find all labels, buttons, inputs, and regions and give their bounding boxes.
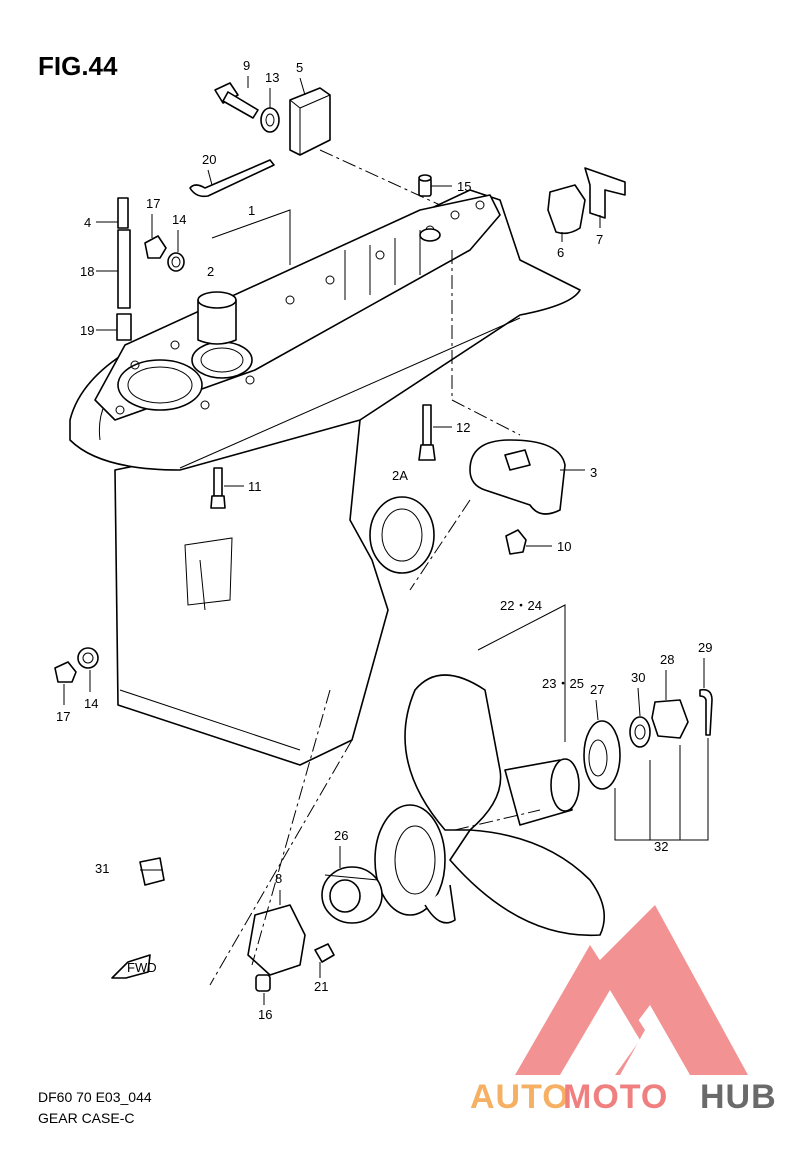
callout-18: 18 xyxy=(80,264,94,279)
callout-leaders xyxy=(63,76,705,1005)
figure-name: GEAR CASE-C xyxy=(38,1110,134,1126)
bushing-26 xyxy=(321,866,383,924)
nut-28 xyxy=(651,699,689,739)
washer-14-upper xyxy=(167,252,185,272)
washer-13 xyxy=(260,107,280,133)
callout-3: 3 xyxy=(590,465,597,480)
washer-30 xyxy=(629,716,651,748)
callout-21: 21 xyxy=(314,979,328,994)
watermark-logo: AUTO MOTO HUB xyxy=(470,905,777,1116)
bushing-16 xyxy=(255,974,271,992)
seal-2a xyxy=(369,496,435,574)
bolt-21 xyxy=(314,943,335,963)
callout-labels: 9 13 5 20 15 1 17 14 4 2 18 19 7 6 12 3 … xyxy=(56,58,712,1022)
callout-22-24: 22・24 xyxy=(500,598,542,613)
bolt-10 xyxy=(505,529,527,555)
fwd-arrow-icon: FWD xyxy=(111,954,157,979)
callout-19: 19 xyxy=(80,323,94,338)
plug-31 xyxy=(139,857,165,886)
plug-17-upper xyxy=(144,235,167,259)
figure-code: DF60 70 E03_044 xyxy=(38,1089,152,1105)
spacer-27 xyxy=(583,720,621,790)
bracket-7 xyxy=(584,167,626,219)
callout-2: 2 xyxy=(207,264,214,279)
washer-14-lower xyxy=(77,647,99,669)
callout-14-lower: 14 xyxy=(84,696,98,711)
bolt-9 xyxy=(214,82,259,119)
callout-9: 9 xyxy=(243,58,250,73)
bolt-12 xyxy=(418,404,436,461)
callout-32: 32 xyxy=(654,839,668,854)
callout-27: 27 xyxy=(590,682,604,697)
callout-26: 26 xyxy=(334,828,348,843)
fitting-8 xyxy=(247,904,306,976)
callout-20: 20 xyxy=(202,152,216,167)
callout-4: 4 xyxy=(84,215,91,230)
callout-31: 31 xyxy=(95,861,109,876)
watermark-moto: MOTO xyxy=(563,1078,668,1116)
callout-17-upper: 17 xyxy=(146,196,160,211)
callout-13: 13 xyxy=(265,70,279,85)
water-tube-assembly xyxy=(116,197,132,341)
callout-2a: 2A xyxy=(392,468,408,483)
assembly-lines xyxy=(209,149,709,986)
watermark-hub: HUB xyxy=(700,1078,777,1116)
callout-14-upper: 14 xyxy=(172,212,186,227)
callout-30: 30 xyxy=(631,670,645,685)
triangle-logo-icon xyxy=(515,905,748,1075)
figure-title: FIG.44 xyxy=(38,51,118,81)
pin-15 xyxy=(418,174,432,197)
cable-tie-20 xyxy=(189,159,275,198)
callout-8: 8 xyxy=(275,871,282,886)
cap-6 xyxy=(547,184,586,235)
anode-5 xyxy=(289,87,331,156)
callout-28: 28 xyxy=(660,652,674,667)
trim-tab-3 xyxy=(469,439,566,515)
callout-11: 11 xyxy=(248,479,262,494)
callout-5: 5 xyxy=(296,60,303,75)
callout-7: 7 xyxy=(596,232,603,247)
callout-15: 15 xyxy=(457,179,471,194)
callout-17-lower: 17 xyxy=(56,709,70,724)
bolt-11 xyxy=(210,467,226,509)
watermark-auto: AUTO xyxy=(470,1078,570,1116)
cotter-pin-29 xyxy=(699,688,713,736)
callout-10: 10 xyxy=(557,539,571,554)
callout-23-25: 23・25 xyxy=(542,676,584,691)
propeller xyxy=(374,674,606,937)
callout-1: 1 xyxy=(248,203,255,218)
callout-16: 16 xyxy=(258,1007,272,1022)
callout-29: 29 xyxy=(698,640,712,655)
plug-17-lower xyxy=(54,661,77,683)
callout-12: 12 xyxy=(456,420,470,435)
callout-6: 6 xyxy=(557,245,564,260)
fwd-label: FWD xyxy=(127,960,157,975)
